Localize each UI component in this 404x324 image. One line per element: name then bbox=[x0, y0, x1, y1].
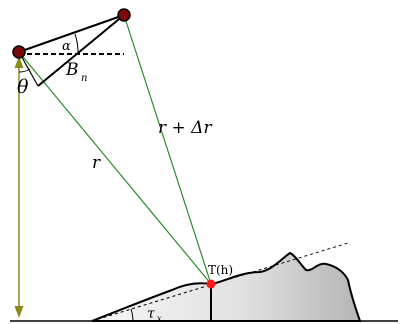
antenna-1 bbox=[12, 45, 26, 59]
target-label: T(h) bbox=[208, 263, 233, 277]
alpha-label: α bbox=[62, 39, 71, 54]
line-of-sight-r-plus-dr bbox=[123, 14, 212, 285]
antenna-2 bbox=[117, 8, 131, 22]
slope-angle-arc bbox=[130, 308, 134, 322]
baseline-label: B bbox=[65, 60, 79, 80]
perpendicular-baseline-line bbox=[37, 14, 125, 87]
baseline-line bbox=[18, 14, 125, 53]
height-arrow bbox=[14, 56, 24, 318]
theta-angle-arc bbox=[18, 68, 31, 73]
slant-range-r-plus-dr-label: r + Δr bbox=[158, 118, 212, 138]
baseline-subscript: n bbox=[81, 73, 87, 84]
theta-label: θ bbox=[17, 76, 29, 98]
target-point bbox=[206, 279, 216, 289]
slant-range-r-label: r bbox=[92, 153, 101, 173]
local-slope-line bbox=[91, 242, 349, 322]
line-of-sight-r bbox=[18, 51, 212, 285]
alpha-angle-arc bbox=[74, 33, 79, 55]
slope-tau-label: τ bbox=[147, 306, 155, 322]
terrain-profile bbox=[91, 251, 362, 322]
slope-subscript: x bbox=[157, 314, 162, 323]
